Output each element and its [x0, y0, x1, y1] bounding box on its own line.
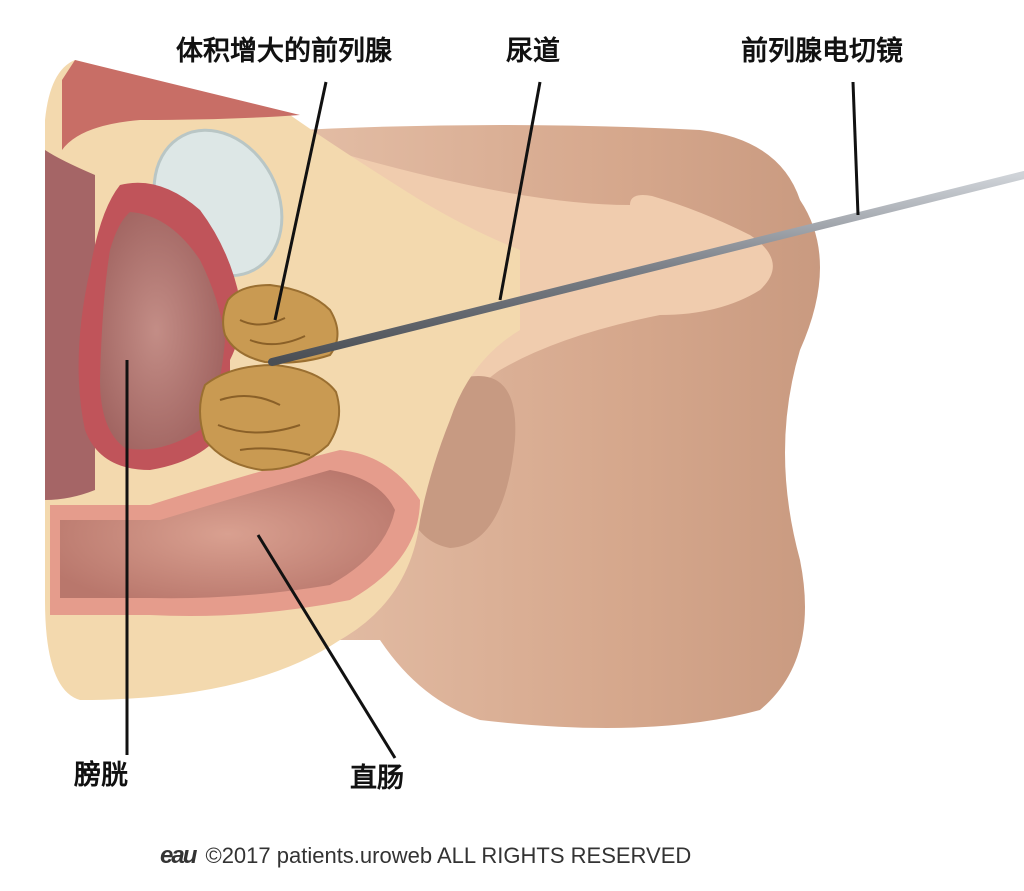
- enlarged-prostate-label: 体积增大的前列腺: [176, 36, 392, 67]
- prostate: [199, 283, 341, 472]
- bladder-label: 膀胱: [74, 760, 128, 791]
- rectum-lumen: [60, 470, 395, 599]
- copyright-footer: eau ©2017 patients.uroweb ALL RIGHTS RES…: [160, 842, 691, 870]
- rectum-label: 直肠: [350, 763, 404, 794]
- resectoscope-label: 前列腺电切镜: [741, 36, 903, 67]
- resectoscope-tube: [268, 171, 1024, 366]
- copyright-text: ©2017 patients.uroweb ALL RIGHTS RESERVE…: [205, 843, 692, 868]
- leader-lines: [125, 81, 860, 759]
- abdominal-wall: [62, 60, 300, 150]
- eau-logo: eau: [160, 842, 197, 869]
- bladder-lumen: [100, 212, 225, 450]
- urethra-label: 尿道: [506, 36, 560, 67]
